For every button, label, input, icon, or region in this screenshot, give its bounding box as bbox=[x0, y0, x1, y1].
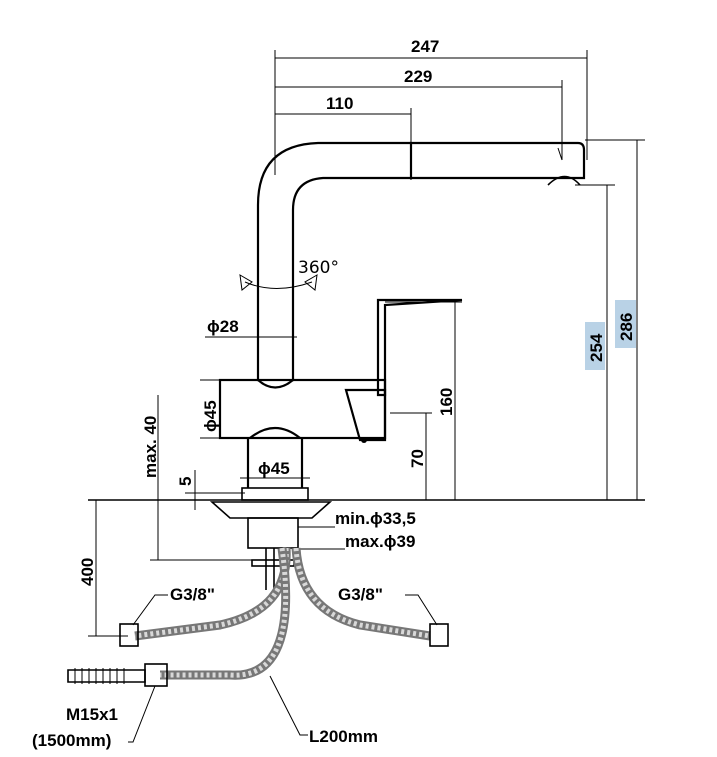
dim-45-body: ϕ45 bbox=[201, 400, 220, 432]
hoses bbox=[67, 547, 449, 687]
faucet-body bbox=[209, 298, 463, 549]
label-g38-right: G3/8" bbox=[338, 585, 383, 604]
dim-max39: max.ϕ39 bbox=[345, 532, 415, 551]
dim-110: 110 bbox=[326, 94, 353, 113]
right-dimension-lines bbox=[385, 139, 645, 500]
dim-70: 70 bbox=[408, 449, 427, 468]
dim-45-base: ϕ45 bbox=[258, 459, 290, 478]
dim-254: 254 bbox=[587, 333, 606, 362]
dim-286-highlight bbox=[615, 300, 636, 348]
label-l200: L200mm bbox=[309, 727, 378, 746]
dim-229: 229 bbox=[404, 67, 432, 86]
dim-286: 286 bbox=[617, 313, 636, 341]
dim-247: 247 bbox=[411, 37, 439, 56]
dim-5: 5 bbox=[176, 477, 195, 486]
dim-254-highlight bbox=[585, 322, 605, 370]
top-dimension-lines bbox=[274, 50, 588, 180]
dim-max40: max. 40 bbox=[141, 416, 160, 478]
dim-28: ϕ28 bbox=[207, 317, 239, 336]
dim-160: 160 bbox=[437, 388, 456, 416]
label-g38-left: G3/8" bbox=[170, 585, 215, 604]
spout bbox=[256, 141, 586, 380]
label-m15-length: (1500mm) bbox=[32, 731, 111, 750]
label-m15: M15x1 bbox=[66, 705, 118, 724]
rotation-label: 360° bbox=[298, 258, 339, 278]
dim-min335: min.ϕ33,5 bbox=[335, 509, 416, 528]
dim-400: 400 bbox=[78, 558, 97, 586]
leader-lines bbox=[128, 594, 438, 743]
rotation-arrows bbox=[239, 274, 318, 291]
